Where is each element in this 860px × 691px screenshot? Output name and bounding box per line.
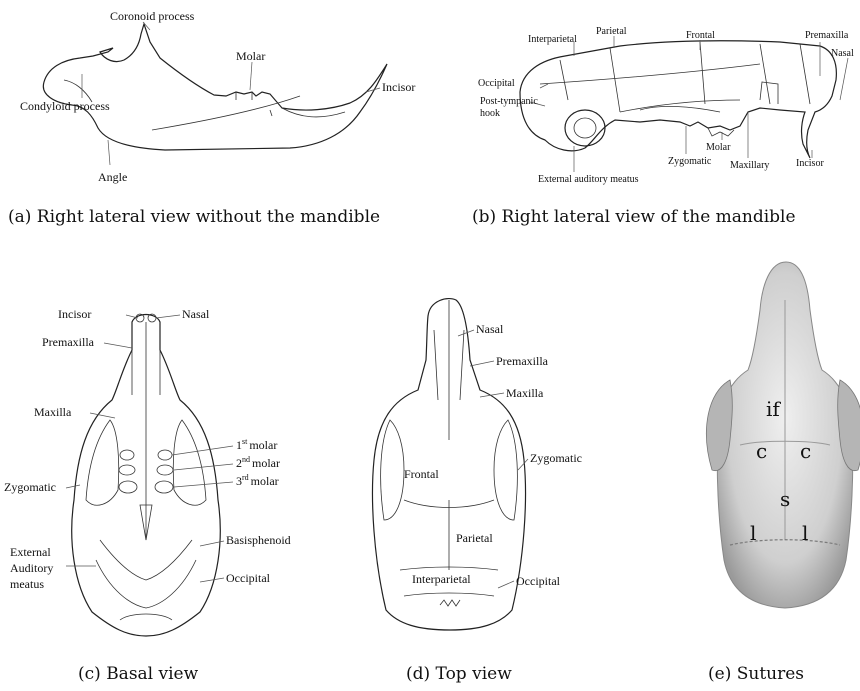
caption-d: (d) Top view bbox=[406, 664, 512, 684]
label-maxillary: Maxillary bbox=[730, 160, 769, 171]
label-nasal: Nasal bbox=[831, 48, 854, 59]
leader-molar3 bbox=[174, 482, 233, 487]
label-interparietal: Interparietal bbox=[528, 34, 577, 45]
label-premaxilla-c: Premaxilla bbox=[42, 335, 95, 349]
leader-molar2 bbox=[174, 464, 233, 470]
leader-occipital-d bbox=[498, 581, 514, 588]
label-external-auditory-meatus: External auditory meatus bbox=[538, 174, 639, 185]
label-molar: Molar bbox=[236, 49, 265, 63]
mandible-drawing bbox=[43, 24, 387, 150]
label-incisor-c: Incisor bbox=[58, 307, 91, 321]
label-nasal-d: Nasal bbox=[476, 322, 504, 336]
caption-c: (c) Basal view bbox=[78, 664, 199, 684]
label-frontal-d: Frontal bbox=[404, 467, 439, 481]
label-parietal-d: Parietal bbox=[456, 531, 493, 545]
label-suture-c-left: c bbox=[756, 439, 767, 463]
basal-skull-drawing bbox=[72, 314, 221, 636]
label-post-tympanic: Post-tympanic bbox=[480, 96, 538, 107]
label-occipital: Occipital bbox=[478, 78, 515, 89]
label-condyloid-process: Condyloid process bbox=[20, 99, 110, 113]
leader-occipital-c bbox=[200, 578, 224, 582]
leader-zygomatic-c bbox=[66, 485, 80, 488]
label-zygomatic-d: Zygomatic bbox=[530, 451, 582, 465]
label-premaxilla: Premaxilla bbox=[805, 30, 849, 41]
leader-nasal-d bbox=[458, 330, 474, 336]
label-premaxilla-d: Premaxilla bbox=[496, 354, 549, 368]
leader-molar bbox=[250, 62, 252, 90]
label-suture-s: s bbox=[780, 487, 790, 511]
label-maxilla-d: Maxilla bbox=[506, 386, 544, 400]
lateral-skull-drawing bbox=[520, 41, 836, 158]
label-suture-l-right: l bbox=[802, 521, 808, 545]
leader-premaxilla-c bbox=[104, 343, 132, 348]
label-hook: hook bbox=[480, 108, 500, 119]
panel-b: Interparietal Parietal Frontal Premaxill… bbox=[472, 26, 854, 227]
label-nasal-c: Nasal bbox=[182, 307, 210, 321]
caption-e: (e) Sutures bbox=[708, 664, 804, 684]
panel-a: Coronoid process Molar Incisor Condyloid… bbox=[8, 9, 415, 227]
leader-nasal bbox=[840, 58, 848, 100]
label-suture-c-right: c bbox=[800, 439, 811, 463]
label-occipital-d: Occipital bbox=[516, 574, 561, 588]
leader-zygomatic-d bbox=[518, 459, 528, 470]
label-maxilla-c: Maxilla bbox=[34, 405, 72, 419]
label-basisphenoid: Basisphenoid bbox=[226, 533, 291, 547]
leader-maxilla-c bbox=[90, 413, 115, 418]
label-incisor-b: Incisor bbox=[796, 158, 824, 169]
caption-b: (b) Right lateral view of the mandible bbox=[472, 207, 796, 227]
label-suture-l-left: l bbox=[750, 521, 756, 545]
leader-molar1 bbox=[172, 446, 233, 455]
label-zygomatic: Zygomatic bbox=[668, 156, 712, 167]
leader-premaxilla-d bbox=[470, 361, 494, 366]
leader-angle bbox=[108, 140, 110, 165]
label-interparietal-d: Interparietal bbox=[412, 572, 471, 586]
panel-e: if c c s l l (e) Sutures bbox=[706, 262, 860, 684]
label-meatus: meatus bbox=[10, 577, 44, 591]
label-parietal: Parietal bbox=[596, 26, 627, 37]
label-auditory: Auditory bbox=[10, 561, 53, 575]
label-occipital-c: Occipital bbox=[226, 571, 271, 585]
label-coronoid-process: Coronoid process bbox=[110, 9, 195, 23]
label-incisor: Incisor bbox=[382, 80, 415, 94]
label-angle: Angle bbox=[98, 170, 127, 184]
panel-d: Nasal Premaxilla Maxilla Zygomatic Front… bbox=[373, 299, 582, 684]
label-molar-b: Molar bbox=[706, 142, 731, 153]
label-frontal: Frontal bbox=[686, 30, 715, 41]
skull-render bbox=[706, 262, 860, 608]
caption-a: (a) Right lateral view without the mandi… bbox=[8, 207, 380, 227]
label-suture-if: if bbox=[766, 397, 781, 421]
leader-nasal-c bbox=[156, 315, 180, 318]
label-external: External bbox=[10, 545, 51, 559]
label-zygomatic-c: Zygomatic bbox=[4, 480, 56, 494]
leader-occipital bbox=[540, 84, 548, 88]
